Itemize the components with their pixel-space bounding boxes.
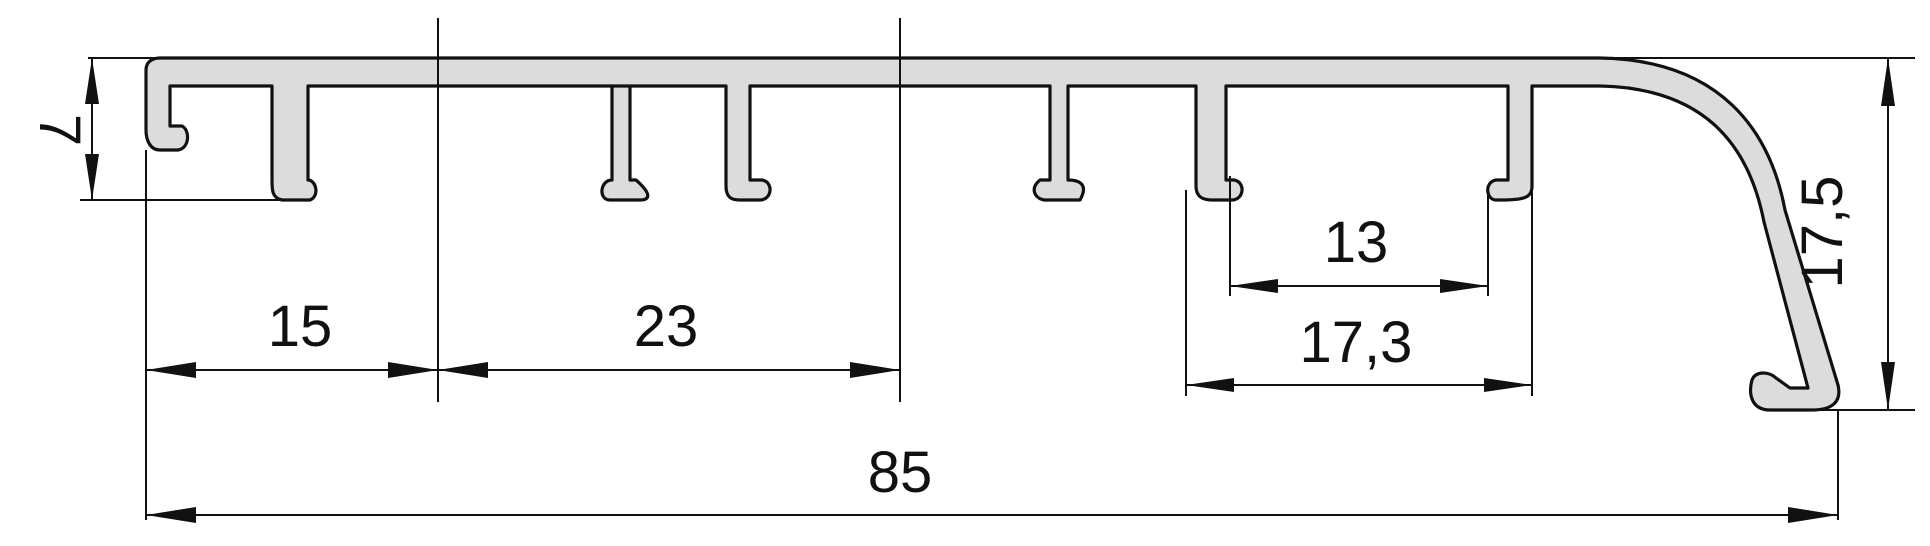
dimension-17-5: 17,5 bbox=[1790, 58, 1895, 410]
dim-label-15: 15 bbox=[268, 294, 333, 359]
dim-label-85: 85 bbox=[868, 440, 933, 505]
aluminium-profile bbox=[144, 56, 1841, 412]
dimension-15: 15 bbox=[146, 294, 438, 378]
dim-label-17-3: 17,3 bbox=[1300, 310, 1413, 375]
dim-label-7: 7 bbox=[27, 114, 92, 146]
dim-label-17-5: 17,5 bbox=[1790, 176, 1855, 289]
extension-lines bbox=[80, 18, 1915, 520]
dimension-17-3: 17,3 bbox=[1186, 310, 1532, 392]
dimension-13: 13 bbox=[1230, 210, 1488, 293]
dimension-7: 7 bbox=[27, 58, 99, 200]
dimension-23: 23 bbox=[438, 294, 900, 378]
profile-outline bbox=[144, 56, 1841, 412]
dim-label-13: 13 bbox=[1324, 210, 1389, 275]
dimension-85: 85 bbox=[146, 440, 1838, 523]
dim-label-23: 23 bbox=[634, 294, 699, 359]
